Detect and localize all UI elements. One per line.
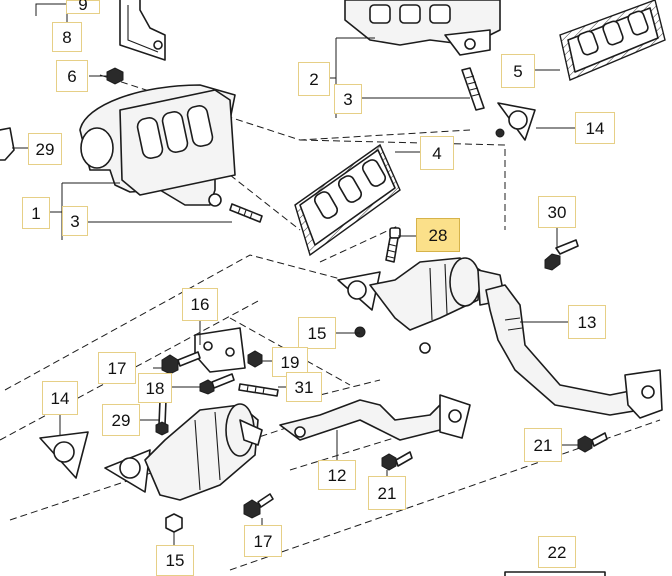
callout-1: 1: [22, 197, 50, 229]
callout-29-lower: 29: [102, 404, 140, 436]
bolt-29-lower: [155, 399, 169, 436]
callout-14-upper: 14: [575, 112, 615, 144]
callout-3-lower: 3: [62, 206, 88, 236]
flange-gasket-upper: [495, 102, 536, 141]
callout-30: 30: [538, 196, 576, 228]
callout-15-upper: 15: [298, 317, 336, 349]
nut-6: [106, 67, 124, 85]
nut-19: [247, 350, 263, 368]
stud-31: [238, 383, 279, 397]
bolt-28: [385, 227, 401, 263]
callout-21-right: 21: [524, 428, 562, 462]
catalytic-converter-lower: [104, 403, 263, 501]
edge-part-left: [0, 127, 15, 161]
callout-17-upper: 17: [98, 352, 136, 384]
callout-31: 31: [286, 372, 322, 402]
bolt-17-lower: [243, 493, 274, 519]
callout-6: 6: [56, 60, 88, 92]
stud-lower: [229, 203, 263, 223]
gasket-upper-right: [559, 0, 666, 81]
callout-5: 5: [501, 54, 535, 88]
mount-bracket: [119, 0, 166, 61]
callout-14-lower: 14: [42, 381, 78, 415]
flange-gasket-lower: [39, 431, 89, 479]
leader-lines: [12, 0, 578, 545]
callout-4: 4: [420, 136, 454, 170]
callout-18: 18: [138, 373, 172, 403]
catalytic-converter-upper: [337, 257, 506, 354]
part-22: [504, 571, 606, 576]
callout-9: 9: [66, 0, 100, 14]
callout-15-lower: 15: [156, 545, 194, 576]
bolt-30: [544, 239, 579, 271]
manifold-left: [79, 84, 236, 207]
stud-upper: [461, 67, 485, 111]
callout-28: 28: [416, 218, 460, 252]
callout-16: 16: [182, 288, 218, 321]
exhaust-pipe-12: [279, 394, 471, 441]
bolt-21-middle: [381, 451, 413, 471]
callout-12: 12: [318, 460, 356, 490]
callout-2: 2: [298, 62, 330, 96]
bolt-21-right: [577, 432, 608, 453]
callout-13: 13: [568, 305, 606, 339]
manifold-gasket: [294, 143, 401, 257]
bolt-17-upper: [161, 351, 201, 375]
manifold-right-upper: [344, 0, 501, 56]
bracket-16: [194, 327, 246, 373]
callout-17-lower: 17: [244, 525, 282, 557]
callout-8: 8: [52, 22, 82, 52]
callout-21-middle: 21: [368, 476, 406, 510]
nut-15-lower: [165, 513, 183, 533]
callout-3-upper: 3: [334, 84, 362, 114]
exhaust-pipe-13: [485, 284, 663, 419]
callout-22: 22: [538, 536, 576, 568]
stud-18: [199, 373, 235, 395]
callout-29-left: 29: [28, 133, 62, 165]
